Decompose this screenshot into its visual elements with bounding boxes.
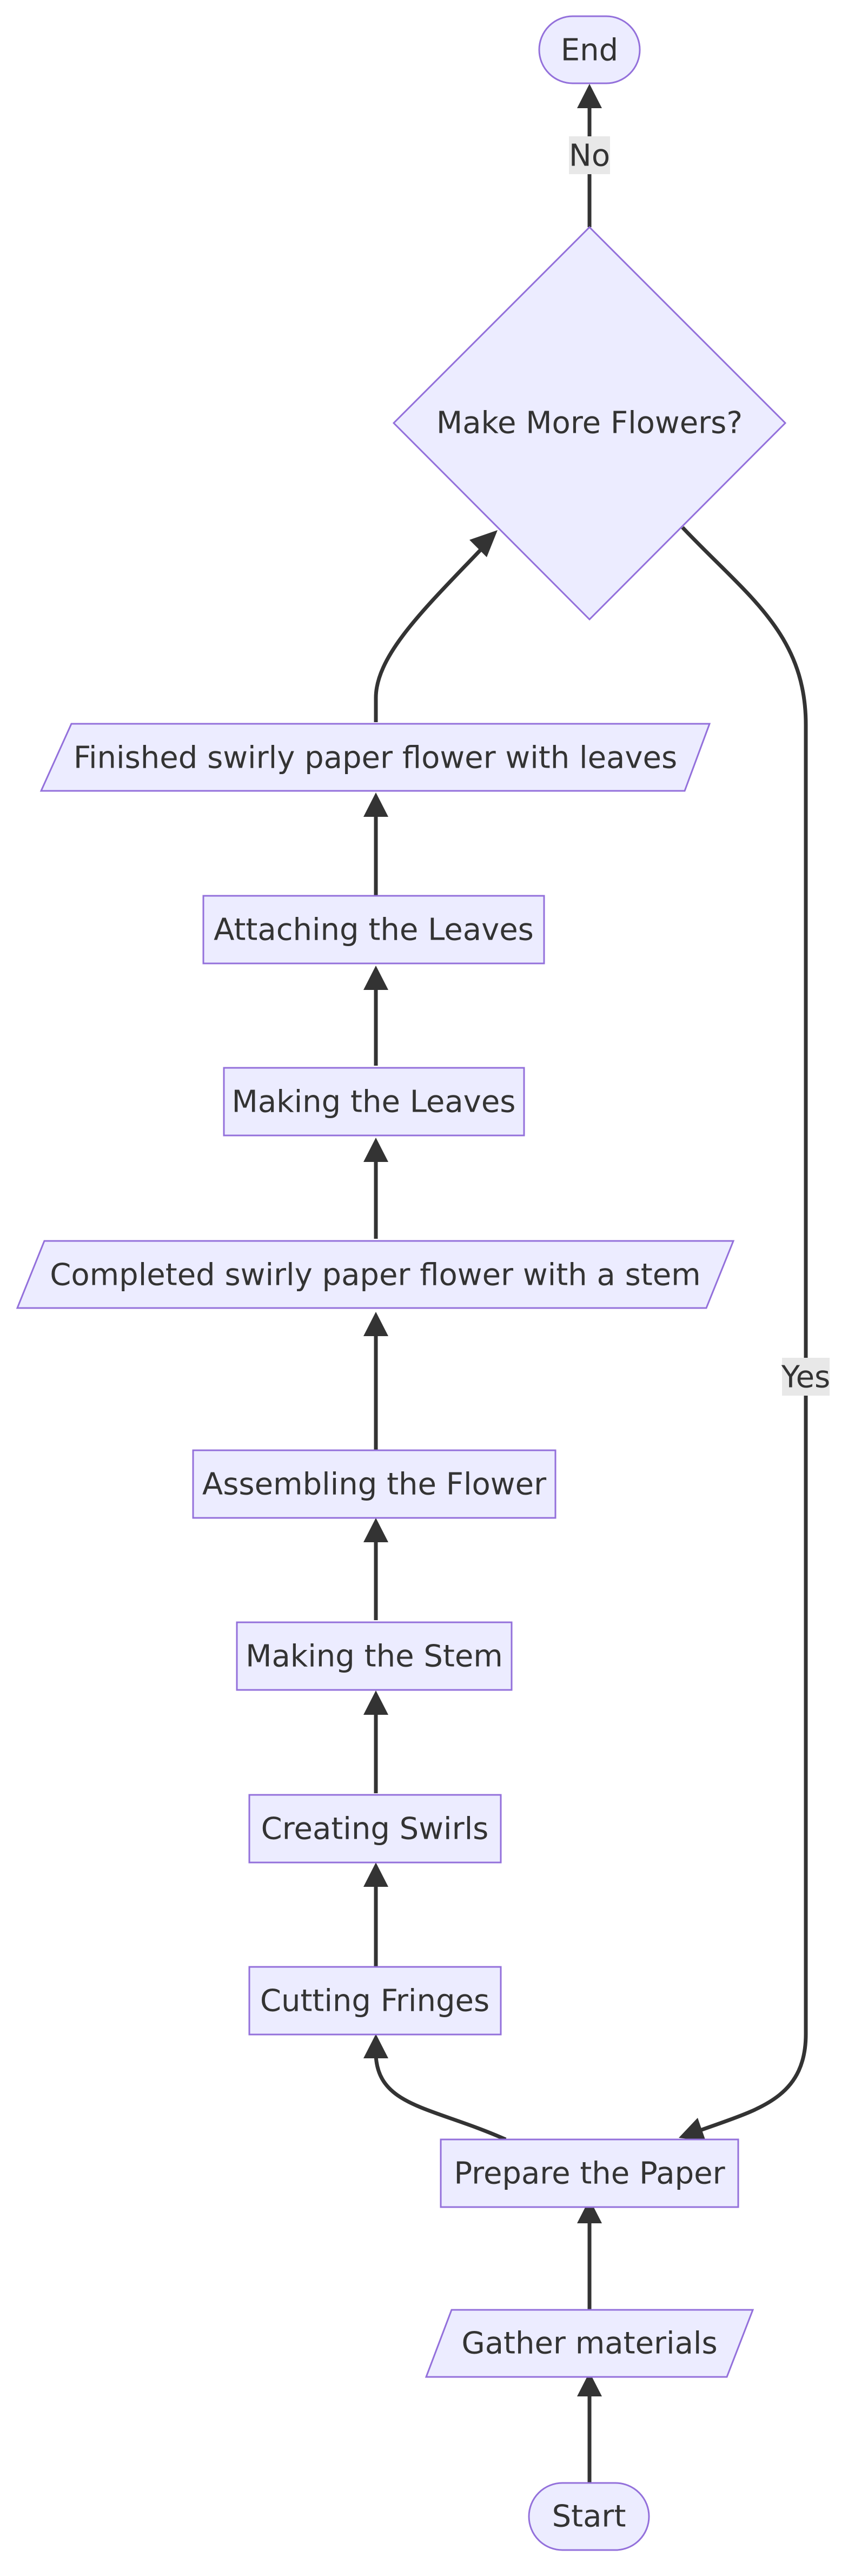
node-leaves-label: Making the Leaves — [232, 1085, 516, 1120]
node-leaves-shape — [223, 1067, 525, 1137]
arrowhead-icon — [363, 966, 388, 990]
node-completed-shape — [16, 1240, 735, 1309]
arrowhead-icon — [363, 1518, 388, 1542]
node-completed-label: Completed swirly paper flower with a ste… — [50, 1258, 700, 1293]
node-stem-label: Making the Stem — [246, 1639, 503, 1674]
node-decision-shape — [392, 226, 787, 621]
node-decision: Make More Flowers? — [392, 226, 787, 621]
node-start-label: Start — [552, 2499, 626, 2534]
node-end-label: End — [561, 33, 618, 68]
edge-label-no-text: No — [569, 138, 610, 174]
arrowhead-icon — [469, 530, 498, 557]
node-start-shape — [528, 2482, 650, 2551]
edges — [363, 84, 808, 2483]
node-gather-shape — [425, 2309, 754, 2378]
node-gather-label: Gather materials — [461, 2326, 717, 2361]
node-swirls-shape — [248, 1794, 502, 1864]
arrowhead-icon — [363, 792, 388, 817]
node-decision-label: Make More Flowers? — [436, 406, 743, 441]
node-prepare-shape — [440, 2138, 739, 2208]
node-finished-shape — [39, 723, 711, 792]
node-end: End — [538, 15, 641, 84]
node-finished: Finished swirly paper flower with leaves — [39, 723, 711, 792]
node-attach-shape — [202, 895, 545, 965]
node-gather: Gather materials — [425, 2309, 754, 2378]
arrowhead-icon — [363, 1862, 388, 1887]
node-attach: Attaching the Leaves — [202, 895, 545, 965]
arrowhead-icon — [679, 2118, 706, 2141]
edge-decision-to-prepare — [681, 526, 808, 2132]
arrowhead-icon — [363, 1312, 388, 1336]
node-stem: Making the Stem — [236, 1621, 513, 1691]
node-assemble-label: Assembling the Flower — [202, 1467, 547, 1502]
node-assemble: Assembling the Flower — [192, 1449, 556, 1519]
edge-label-yes: Yes — [781, 1358, 830, 1396]
arrowhead-icon — [577, 2372, 602, 2396]
node-cutting-label: Cutting Fringes — [260, 1984, 489, 2019]
arrowhead-icon — [363, 1138, 388, 1162]
arrowhead-icon — [577, 84, 602, 108]
edge-label-yes-text: Yes — [781, 1360, 830, 1395]
edge-prepare-to-cutting — [374, 2055, 507, 2142]
edge-label-no: No — [569, 136, 610, 174]
node-attach-label: Attaching the Leaves — [214, 913, 534, 948]
node-prepare: Prepare the Paper — [440, 2138, 739, 2208]
node-swirls-label: Creating Swirls — [261, 1812, 489, 1847]
node-start: Start — [528, 2482, 650, 2551]
node-end-shape — [538, 15, 641, 84]
node-assemble-shape — [192, 1449, 556, 1519]
edge-label-background — [569, 136, 610, 174]
node-stem-shape — [236, 1621, 513, 1691]
node-prepare-label: Prepare the Paper — [454, 2156, 725, 2191]
edge-finished-to-decision — [374, 547, 483, 722]
node-finished-label: Finished swirly paper flower with leaves — [74, 741, 677, 776]
arrowhead-icon — [363, 2034, 388, 2058]
node-cutting-shape — [248, 1966, 502, 2036]
edge-label-background — [782, 1358, 830, 1396]
node-completed: Completed swirly paper flower with a ste… — [16, 1240, 735, 1309]
arrowhead-icon — [577, 2199, 602, 2223]
node-swirls: Creating Swirls — [248, 1794, 502, 1864]
arrowhead-icon — [363, 1690, 388, 1715]
node-cutting: Cutting Fringes — [248, 1966, 502, 2036]
node-leaves: Making the Leaves — [223, 1067, 525, 1137]
